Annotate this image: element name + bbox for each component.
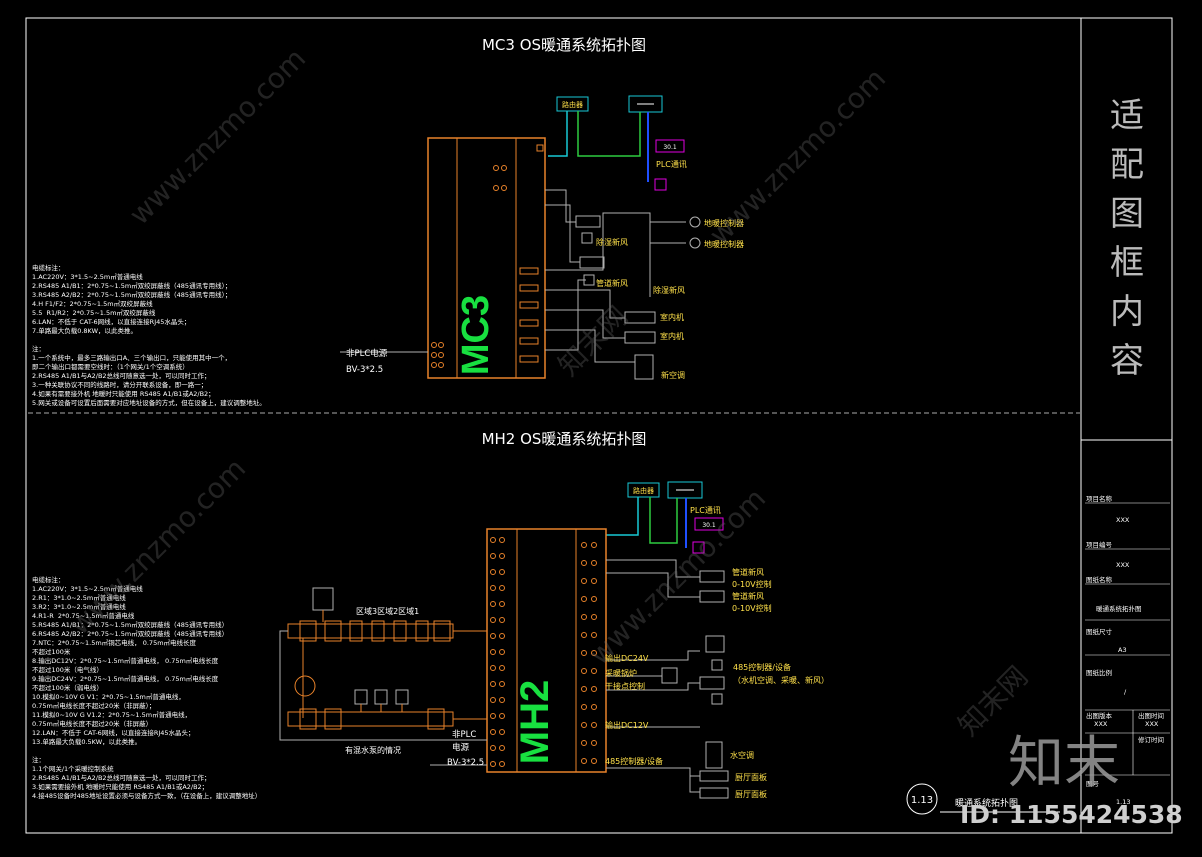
mc3-gateway [628, 95, 663, 113]
tb-drawing-name-label: 图纸名称 [1086, 576, 1112, 584]
tb-project-code-label: 项目编号 [1086, 541, 1112, 549]
sheet-caption: 暖通系统拓扑图 [955, 797, 1018, 809]
mc3-duct-fresh-air: 管道新风 [596, 278, 628, 288]
mh2-controller-label: MH2 [513, 680, 557, 764]
mc3-router-link [548, 111, 568, 157]
mh2-panel-1: 厨厅面板 [735, 772, 767, 782]
mc3-plc-box [655, 139, 685, 153]
mh2-ctrl-010-2: 0-10V控制 [732, 603, 772, 613]
mh2-devices [661, 570, 729, 799]
mh2-cable: BV-3*2.5 [447, 758, 484, 768]
mh2-zone-label: 区域3区域2区域1 [356, 606, 419, 616]
mc3-notes: 电缆标注： 1.AC220V：3*1.5~2.5m㎡普通电线 2.RS485 A… [32, 264, 266, 407]
drawing-frame [25, 17, 1173, 834]
title-block-lines [1085, 502, 1170, 776]
mc3-controller-label: MC3 [455, 295, 497, 375]
mh2-out-dc24: 输出DC24V [605, 653, 649, 663]
mc3-ac: 新空调 [661, 370, 685, 380]
mh2-ctrl-010-1: 0-10V控制 [732, 579, 772, 589]
mc3-plc-label: PLC通讯 [656, 159, 687, 169]
tb-project-code: XXX [1116, 561, 1130, 569]
tb-drawing-scale-label: 图纸比例 [1086, 669, 1112, 677]
sheet-badge-number: 1.13 [911, 795, 933, 806]
mh2-duct-fresh-1: 管道新风 [732, 567, 764, 577]
mc3-non-plc-power: 非PLC电源 [346, 348, 388, 359]
tb-drawing-size: A3 [1118, 646, 1127, 654]
tb-sheet-label: 图号 [1086, 780, 1099, 788]
title-mh2: MH2 OS暖通系统拓扑图 [482, 430, 647, 448]
tb-revision-date-label: 修订时间 [1138, 736, 1164, 744]
tb-project-name: XXX [1116, 516, 1130, 524]
mc3-floor-heating-2: 地暖控制器 [704, 239, 744, 249]
tb-drawing-scale: / [1124, 688, 1127, 696]
mh2-water-ac: 水空调 [730, 750, 754, 760]
mc3-cable: BV-3*2.5 [346, 365, 383, 375]
mc3-router [556, 96, 589, 112]
tb-issue-version-label: 出图版本 [1086, 712, 1112, 720]
mh2-router-link [606, 497, 639, 536]
mh2-manifold [279, 587, 487, 766]
mh2-485-device-2: 485控制器/设备 [605, 756, 663, 766]
mh2-duct-fresh-2: 管道新风 [732, 591, 764, 601]
mh2-dry-contact: 干接点控制 [605, 681, 645, 691]
mc3-lan-link [577, 111, 641, 157]
tb-project-name-label: 项目名称 [1086, 495, 1112, 503]
mh2-plc-box-label: 30.1 [702, 522, 716, 529]
title-mc3: MC3 OS暖通系统拓扑图 [482, 36, 646, 54]
tb-issue-date: XXX [1145, 720, 1159, 728]
watermark-id: ID: 1155424538 [960, 800, 1183, 829]
mh2-plc-box [694, 517, 724, 531]
mc3-section: 路由器 30.1 PLC通讯 MC3 [340, 95, 744, 380]
mh2-terminals [490, 537, 597, 767]
mc3-dehumidify-fresh-air: 除湿新风 [596, 237, 628, 247]
tb-drawing-size-label: 图纸尺寸 [1086, 628, 1112, 636]
mc3-terminals [431, 144, 544, 368]
mh2-lan-link [649, 497, 678, 544]
mc3-indoor-unit-2: 室内机 [660, 331, 684, 341]
mc3-router-label: 路由器 [562, 100, 583, 109]
mc3-duct-fresh-air-2: 除湿新风 [653, 285, 685, 295]
mh2-panel-2: 厨厅面板 [735, 789, 767, 799]
mh2-mixing-label: 有混水泵的情况 [345, 745, 401, 755]
mh2-485-device-note: （水机空调、采暖、新风） [733, 675, 829, 685]
mh2-plc-module [692, 541, 705, 554]
mc3-floor-heating-1: 地暖控制器 [704, 218, 744, 228]
sheet-badge [906, 783, 938, 815]
mh2-non-plc: 非PLC [452, 729, 476, 740]
tb-issue-version: XXX [1094, 720, 1108, 728]
mc3-plc-module [654, 178, 667, 191]
mh2-out-dc12: 输出DC12V [605, 720, 649, 730]
mc3-controller [427, 137, 546, 379]
mh2-router [627, 482, 660, 498]
tb-issue-date-label: 出图时间 [1138, 712, 1164, 720]
mh2-plc-label: PLC通讯 [690, 505, 721, 515]
tb-sheet-no: 1.13 [1116, 798, 1131, 806]
mc3-plc-box-label: 30.1 [663, 144, 677, 151]
mh2-pump-label: 采暖锅炉 [605, 668, 637, 678]
mc3-indoor-unit-1: 室内机 [660, 312, 684, 322]
mh2-router-label: 路由器 [633, 486, 654, 495]
mc3-devices [575, 215, 701, 380]
mc3-device-wiring [340, 189, 686, 363]
mh2-485-device: 485控制器/设备 [733, 662, 791, 672]
mh2-controller [486, 528, 607, 773]
mh2-notes: 电缆标注： 1.AC220V：3*1.5~2.5m㎡普通电线 2.R1：3*1.… [32, 576, 262, 800]
mh2-power: 电源 [452, 742, 470, 753]
tb-drawing-name: 暖通系统拓扑图 [1096, 605, 1142, 613]
mh2-section: 路由器 30.1 PLC通讯 MH2 [279, 481, 829, 799]
mh2-device-wiring [606, 559, 700, 793]
side-title: 适配图框内容 [1110, 96, 1144, 381]
watermark-logo: 知末 [1008, 731, 1120, 796]
